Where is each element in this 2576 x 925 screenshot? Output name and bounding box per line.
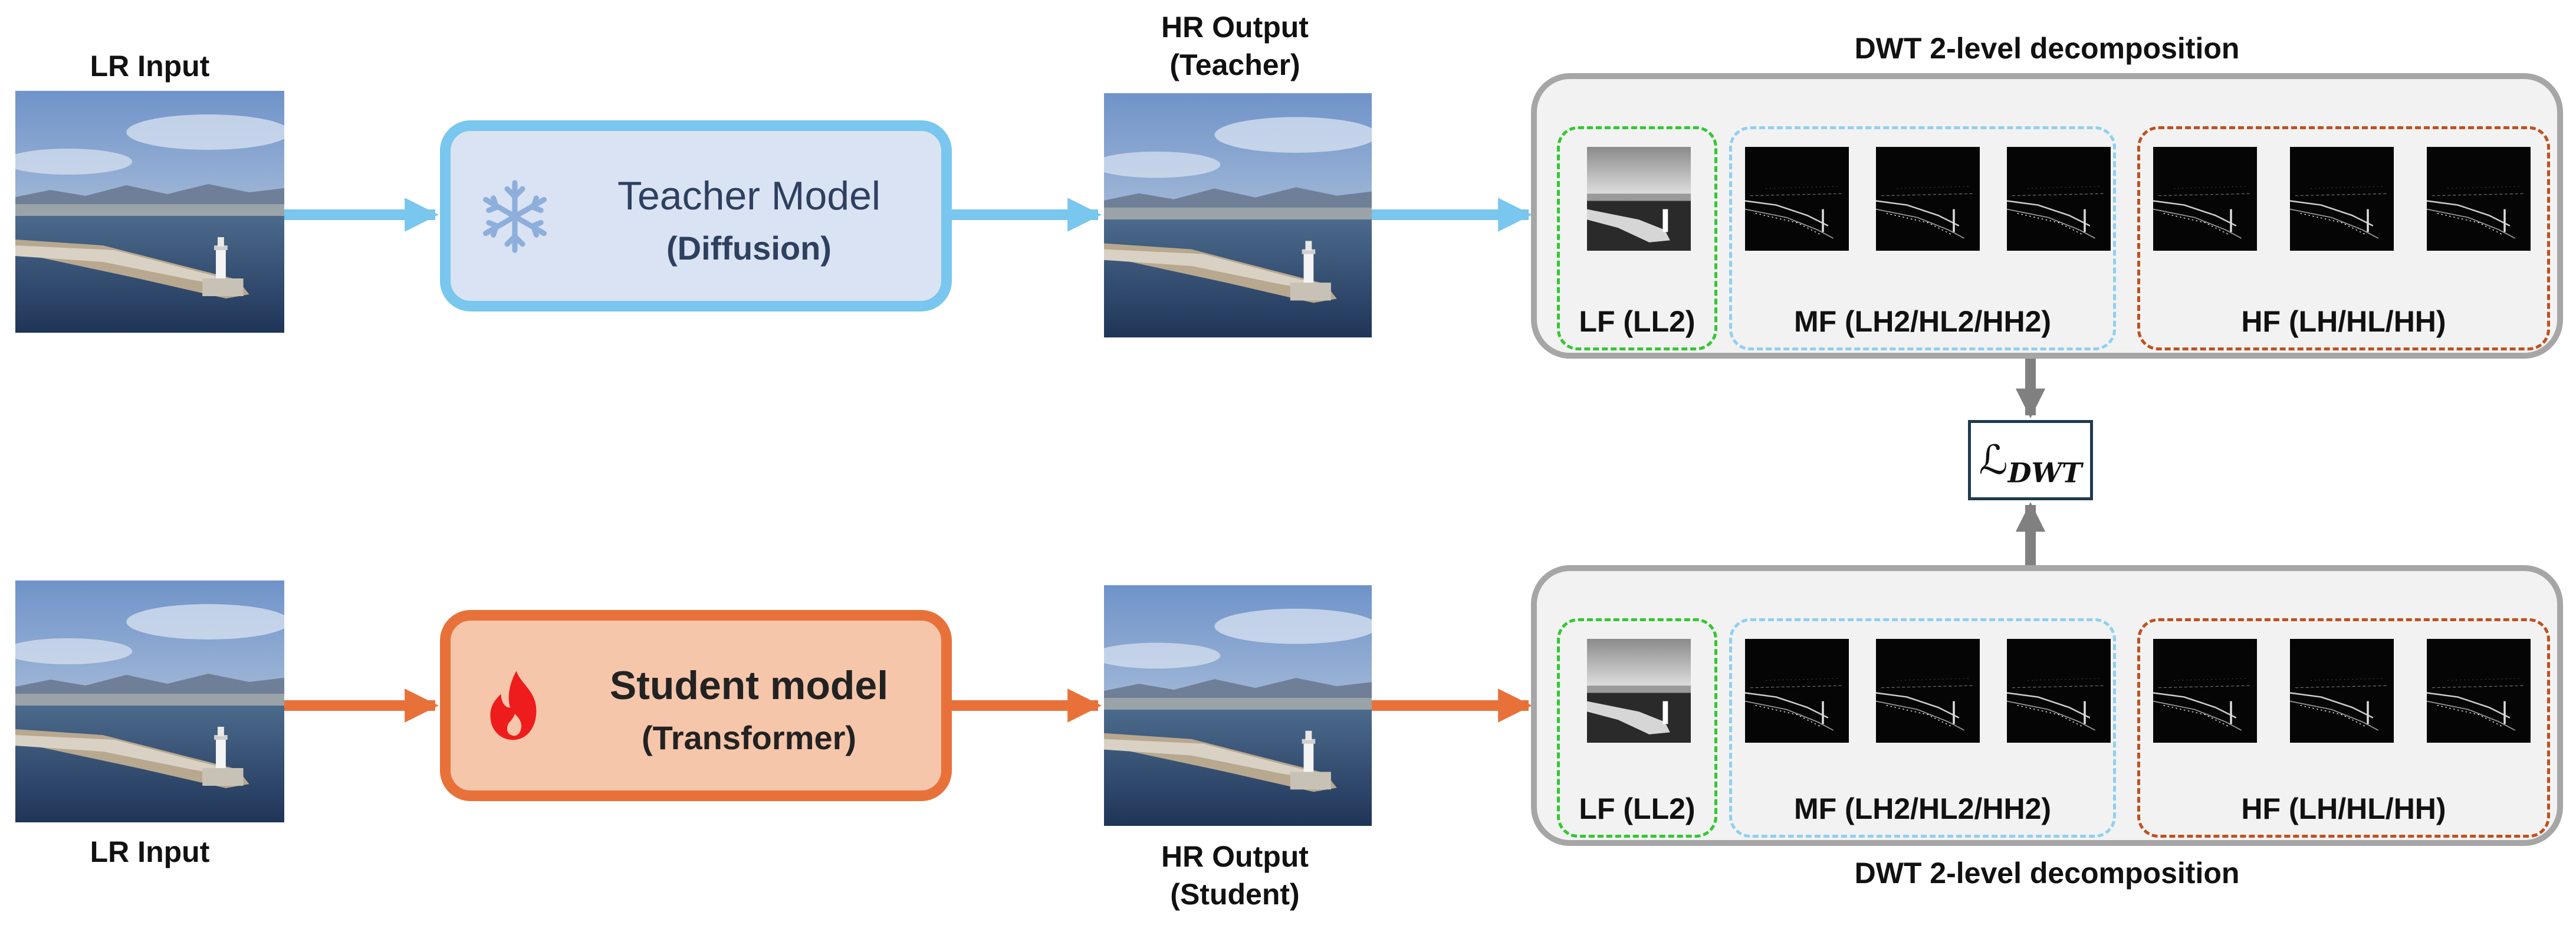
teacher-hl2-image: [1876, 147, 1980, 251]
teacher-model-name: Teacher Model: [617, 173, 881, 218]
teacher-hh-image: [2427, 147, 2531, 251]
teacher-ll2-image: [1587, 147, 1691, 251]
student-hl2-image: [1876, 639, 1980, 743]
student-output-label-line2: (Student): [1170, 878, 1300, 911]
student-ll2-image: [1587, 639, 1691, 743]
teacher-lf-label: LF (LL2): [1579, 305, 1696, 338]
teacher-mf-label: MF (LH2/HL2/HH2): [1793, 305, 2052, 338]
teacher-output-label-line1: HR Output: [1161, 11, 1309, 44]
student-output-label: HR Output (Student): [1098, 838, 1372, 913]
teacher-model-box: Teacher Model (Diffusion): [440, 120, 952, 311]
dwt-loss-box: ℒDWT: [1968, 420, 2093, 500]
student-hl-image: [2290, 639, 2394, 743]
teacher-hr-output-image: [1104, 93, 1372, 337]
teacher-hf-label: HF (LH/HL/HH): [2241, 305, 2446, 338]
teacher-dwt-panel: LF (LL2) MF (LH2/HL2/HH2) HF (LH/HL/HH): [1531, 73, 2563, 359]
student-dwt-title: DWT 2-level decomposition: [1854, 857, 2240, 890]
teacher-model-type: (Diffusion): [666, 229, 832, 267]
teacher-output-label-line2: (Teacher): [1169, 48, 1300, 81]
teacher-hh2-image: [2007, 147, 2111, 251]
teacher-lf-group: LF (LL2): [1557, 126, 1717, 350]
teacher-mf-group: MF (LH2/HL2/HH2): [1729, 126, 2116, 350]
student-mf-group: MF (LH2/HL2/HH2): [1729, 618, 2116, 838]
student-model-type: (Transformer): [641, 719, 857, 756]
student-model-box: Student model (Transformer): [440, 610, 952, 801]
student-lr-input-image: [15, 580, 284, 822]
student-hf-group: HF (LH/HL/HH): [2137, 618, 2550, 838]
student-lh-image: [2153, 639, 2257, 743]
snowflake-icon: [483, 180, 547, 253]
teacher-dwt-title: DWT 2-level decomposition: [1854, 32, 2240, 65]
teacher-lh2-image: [1745, 147, 1849, 251]
student-lf-group: LF (LL2): [1557, 618, 1717, 838]
teacher-lr-input-label: LR Input: [90, 50, 210, 83]
student-lr-input-label: LR Input: [90, 835, 210, 868]
teacher-hl-image: [2290, 147, 2394, 251]
teacher-lh-image: [2153, 147, 2257, 251]
student-hh2-image: [2007, 639, 2111, 743]
student-dwt-panel: LF (LL2) MF (LH2/HL2/HH2) HF (LH/HL/HH): [1531, 565, 2563, 846]
student-hh-image: [2427, 639, 2531, 743]
dwt-loss-symbol: ℒDWT: [1979, 437, 2082, 489]
student-hr-output-image: [1104, 585, 1372, 826]
student-output-label-line1: HR Output: [1161, 840, 1309, 873]
teacher-hf-group: HF (LH/HL/HH): [2137, 126, 2550, 350]
student-model-name: Student model: [609, 663, 889, 708]
teacher-lr-input-image: [15, 91, 284, 333]
student-mf-label: MF (LH2/HL2/HH2): [1793, 792, 2052, 825]
flame-icon: [490, 671, 537, 740]
teacher-output-label: HR Output (Teacher): [1098, 8, 1372, 84]
student-lh2-image: [1745, 639, 1849, 743]
student-lf-label: LF (LL2): [1579, 792, 1696, 825]
student-hf-label: HF (LH/HL/HH): [2241, 792, 2446, 825]
